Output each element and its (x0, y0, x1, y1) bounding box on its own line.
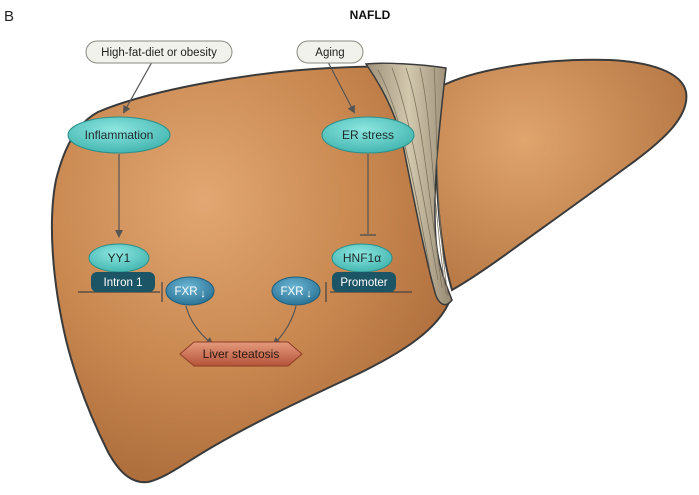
node-yy1: YY1 (88, 243, 150, 273)
intron1-label: Intron 1 (104, 277, 143, 289)
arrow-fxr-left-to-steatosis (185, 305, 214, 346)
liver-steatosis-label: Liver steatosis (203, 347, 280, 361)
node-promoter: Promoter (332, 272, 396, 292)
fxr-right-down-arrow: ↓ (306, 288, 312, 300)
aging-label: Aging (315, 47, 344, 59)
diagram-title: NAFLD (350, 8, 391, 22)
node-er-stress: ER stress (321, 116, 415, 154)
node-intron1: Intron 1 (91, 272, 155, 292)
inflammation-label: Inflammation (85, 128, 154, 142)
arrow-highfat-to-inflammation (123, 61, 153, 114)
arrow-fxr-right-to-steatosis (272, 305, 297, 346)
node-liver-steatosis: Liver steatosis (179, 341, 303, 367)
node-aging: Aging (296, 40, 364, 64)
node-fxr-left: FXR ↓ (165, 276, 215, 306)
panel-label: B (4, 8, 14, 25)
node-inflammation: Inflammation (67, 116, 171, 154)
falciform-ligament (364, 62, 453, 306)
yy1-label: YY1 (108, 251, 131, 265)
node-hnf1a: HNF1α (331, 243, 393, 273)
er-stress-label: ER stress (342, 128, 394, 142)
hnf1a-label: HNF1α (343, 251, 381, 265)
node-high-fat-diet: High-fat-diet or obesity (85, 40, 233, 64)
liver-right-lobe (434, 58, 688, 292)
fxr-left-down-arrow: ↓ (200, 288, 206, 300)
arrow-aging-to-er-stress (327, 61, 355, 114)
fxr-right-label: FXR (281, 286, 304, 298)
node-fxr-right: FXR ↓ (271, 276, 321, 306)
high-fat-label: High-fat-diet or obesity (101, 47, 217, 59)
fxr-left-label: FXR (175, 286, 198, 298)
promoter-label: Promoter (340, 277, 387, 289)
